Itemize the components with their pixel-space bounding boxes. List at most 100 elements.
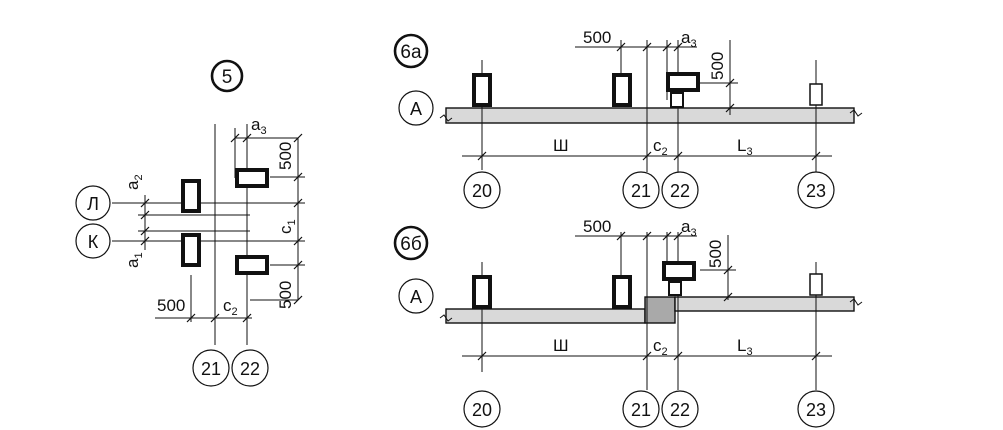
break-mark-left [439, 114, 453, 122]
axis-bubble-22 [231, 349, 269, 387]
axis-bubble-23 [797, 171, 835, 209]
tick [642, 42, 652, 52]
tick [662, 231, 672, 241]
tick [662, 42, 672, 52]
column-20 [472, 73, 492, 107]
slab-step [644, 296, 676, 324]
tick [293, 295, 303, 305]
row-label-a-6a: А [410, 99, 422, 119]
column-21 [612, 73, 632, 107]
diagram-6b: 6б А 500 a3 500 [393, 217, 863, 428]
dim-c2: c2 [653, 336, 668, 358]
row-label-k: К [88, 232, 99, 252]
axis-bubble-21 [192, 349, 230, 387]
row-bubble-a-6b [398, 278, 434, 314]
dim-500-h: 500 [583, 217, 611, 236]
slab-right [674, 296, 855, 312]
break-mark-right [849, 109, 863, 117]
axis-label-21: 21 [631, 400, 651, 420]
axis-label-22: 22 [240, 359, 260, 379]
column-23 [809, 273, 823, 296]
tick [811, 351, 821, 361]
tick [616, 42, 626, 52]
row-label-a-6b: А [410, 287, 422, 307]
tick [673, 231, 683, 241]
tick [242, 313, 252, 323]
axis-label-20: 20 [472, 400, 492, 420]
slab-left [445, 308, 646, 324]
dim-a3: a3 [681, 217, 697, 239]
dim-500-v: 500 [706, 240, 725, 268]
dim-500-v: 500 [708, 52, 727, 80]
row-bubble-k [75, 223, 111, 259]
tick [140, 226, 150, 236]
dim-a2: a2 [123, 174, 145, 190]
axis-label-22: 22 [670, 181, 690, 201]
break-mark-right [849, 298, 863, 306]
diagram-6a-badge-label: 6а [400, 42, 422, 63]
dim-l3: L3 [737, 336, 753, 358]
dim-c2: c2 [653, 136, 668, 158]
diagram-6b-badge [393, 225, 429, 261]
row-bubble-l [75, 185, 111, 221]
beam [662, 261, 696, 281]
dim-sh: Ш [553, 136, 569, 155]
diagram-5-badge-label: 5 [222, 67, 233, 88]
dim-500-left: 500 [157, 296, 185, 315]
tick [293, 172, 303, 182]
row-bubble-a-6a [398, 90, 434, 126]
axis-bubble-23 [797, 390, 835, 428]
tick [725, 103, 735, 113]
axis-label-23: 23 [806, 400, 826, 420]
break-mark-left [439, 314, 453, 322]
beam-support [670, 92, 684, 108]
tick [140, 210, 150, 220]
dim-500-h: 500 [583, 28, 611, 47]
beam-bottom [235, 255, 269, 275]
dim-a3: a3 [251, 115, 267, 137]
dim-l3: L3 [737, 136, 753, 158]
tick [210, 313, 220, 323]
tick [186, 313, 196, 323]
diagram-6b-badge-label: 6б [400, 234, 422, 255]
diagram-5: 5 Л К [75, 59, 305, 387]
tick [642, 151, 652, 161]
tick [293, 236, 303, 246]
tick [140, 236, 150, 246]
column-20 [472, 275, 492, 309]
axis-bubble-22 [661, 171, 699, 209]
tick [673, 42, 683, 52]
tick [725, 78, 735, 88]
diagram-6a-badge [393, 33, 429, 69]
dim-500-bottom: 500 [276, 281, 295, 309]
diagram-5-badge [210, 59, 244, 93]
slab-6a [445, 107, 855, 124]
axis-label-21: 21 [201, 359, 221, 379]
axis-bubble-20 [463, 390, 501, 428]
tick [293, 198, 303, 208]
axis-bubble-21 [622, 171, 660, 209]
tick [673, 151, 683, 161]
axis-label-20: 20 [472, 181, 492, 201]
beam-support [668, 281, 682, 296]
dim-a3: a3 [681, 28, 697, 50]
dim-sh: Ш [553, 336, 569, 355]
tick [477, 351, 487, 361]
tick [723, 265, 733, 275]
tick [642, 351, 652, 361]
dim-a1: a1 [123, 252, 145, 268]
axis-label-21: 21 [631, 181, 651, 201]
tick [293, 260, 303, 270]
row-label-l: Л [87, 194, 99, 214]
beam-top [235, 168, 269, 188]
dim-c2: c2 [223, 296, 238, 318]
diagram-6a: 6а А 500 a3 500 [393, 28, 863, 209]
tick [616, 231, 626, 241]
tick [242, 133, 252, 143]
tick [230, 133, 240, 143]
column-21 [612, 275, 632, 309]
tick [293, 133, 303, 143]
beam [666, 72, 700, 92]
column-k [181, 233, 201, 267]
